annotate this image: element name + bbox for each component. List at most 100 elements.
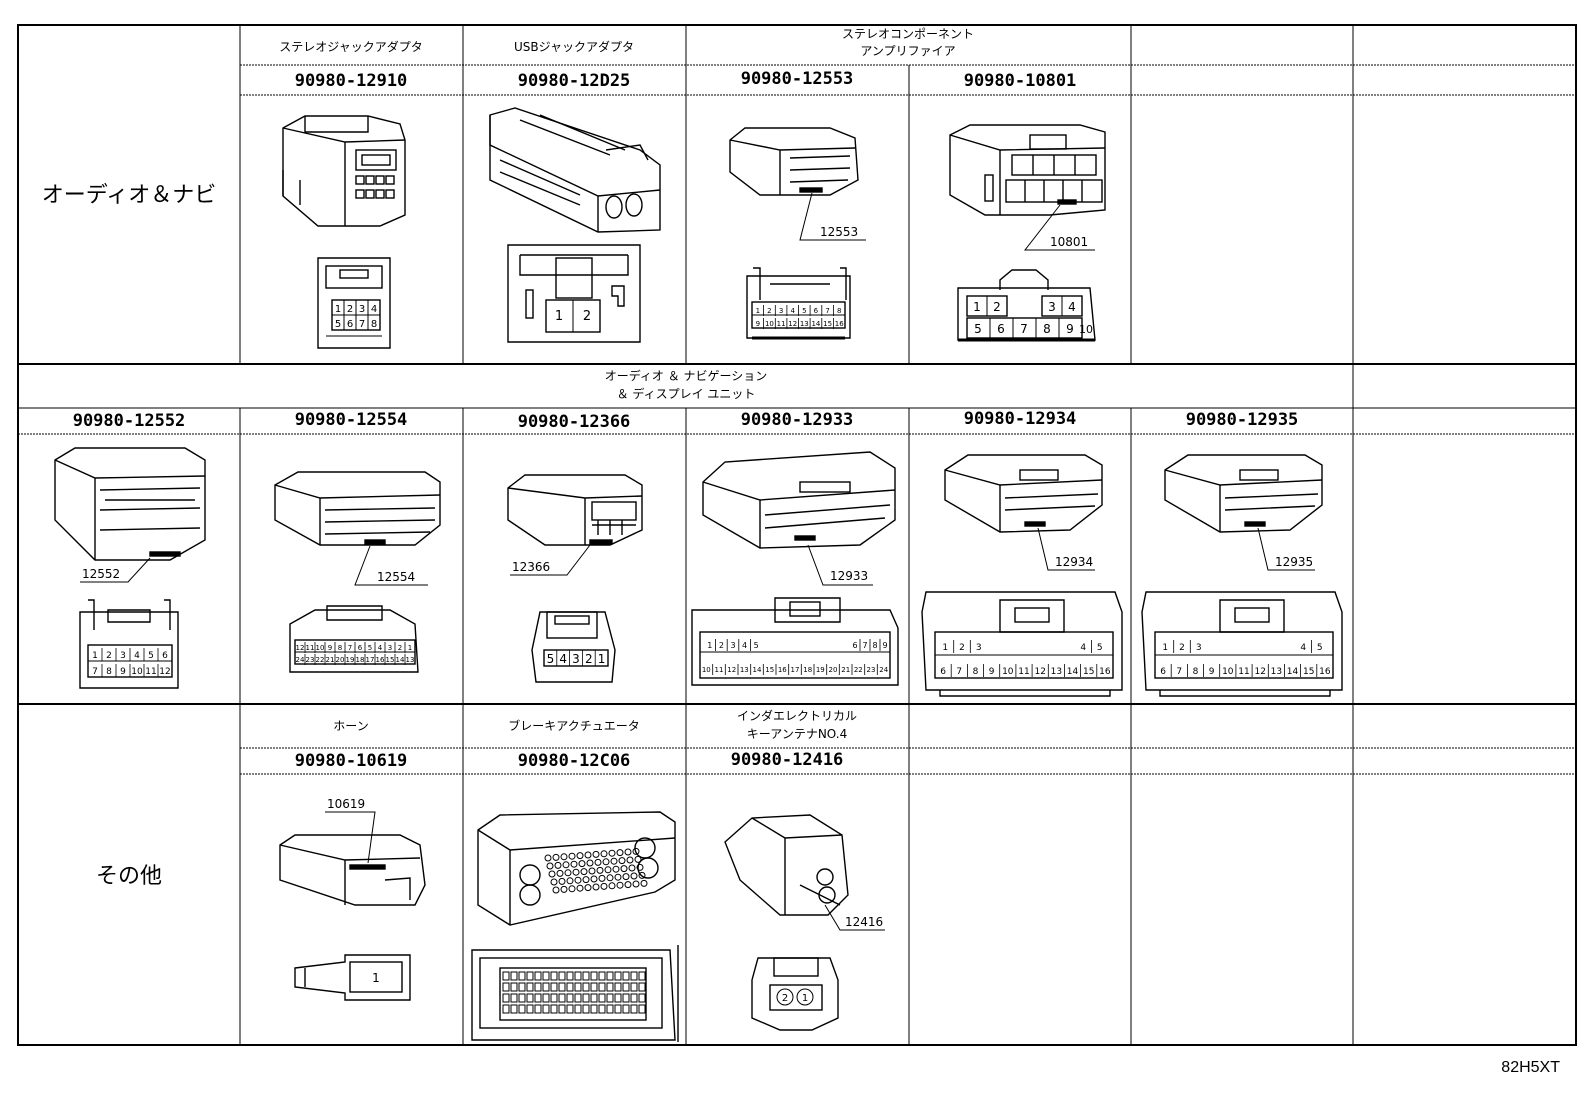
pin-12553-9: 9	[756, 320, 760, 328]
pin-12935-4: 4	[1300, 643, 1306, 653]
pin-10801-1: 1	[973, 300, 981, 314]
terminal-dot	[576, 884, 584, 892]
pin-12554-3: 3	[388, 644, 392, 652]
terminal-dot	[632, 880, 640, 888]
terminal-dot	[628, 864, 636, 872]
terminal-dot	[586, 859, 594, 867]
pin-12553-3: 3	[779, 307, 783, 315]
connector-12C06-iso	[477, 811, 676, 926]
pin-12554-19: 19	[346, 656, 355, 664]
callout-label-12554: 12554	[377, 570, 415, 584]
pin-12934-9: 9	[989, 667, 995, 677]
terminal-dot	[608, 849, 616, 857]
terminal-dot	[580, 868, 588, 876]
pin-12553-8: 8	[837, 307, 841, 315]
pin-12935-5: 5	[1317, 643, 1323, 653]
terminal-cavity	[590, 1004, 598, 1014]
terminal-cavity	[574, 1004, 582, 1014]
category-audio-navi: オーディオ＆ナビ	[42, 183, 216, 208]
terminal-cavity	[590, 971, 598, 981]
pin-12935-6: 6	[1160, 667, 1166, 677]
terminal-cavity	[510, 993, 518, 1003]
terminal-cavity	[630, 971, 638, 981]
pin-12554-1: 1	[408, 644, 412, 652]
pin-12935-3: 3	[1196, 643, 1202, 653]
connector-12910-face	[317, 257, 391, 349]
pin-10619-1: 1	[372, 971, 380, 985]
terminal-dot	[636, 863, 644, 871]
connector-10801-iso	[949, 124, 1106, 216]
terminal-cavity	[622, 993, 630, 1003]
terminal-cavity	[614, 993, 622, 1003]
connector-10619-iso	[279, 834, 426, 906]
terminal-dot	[624, 848, 632, 856]
connector-10801-face	[957, 269, 1096, 342]
terminal-cavity	[606, 1004, 614, 1014]
terminal-cavity	[598, 993, 606, 1003]
part-number-90980-10619: 90980-10619	[295, 751, 408, 771]
terminal-cavity	[550, 993, 558, 1003]
terminal-dot	[548, 870, 556, 878]
pin-12933-12: 12	[727, 666, 736, 674]
terminal-cavity	[534, 982, 542, 992]
connector-12934-iso	[944, 454, 1103, 533]
terminal-dot	[574, 876, 582, 884]
document-id: 82H5XT	[1501, 1059, 1560, 1076]
pin-12910-3: 3	[359, 304, 365, 315]
pin-12935-12: 12	[1254, 667, 1265, 677]
terminal-dot	[604, 866, 612, 874]
pin-12933-1: 1	[707, 641, 712, 650]
terminal-dot	[640, 879, 648, 887]
pin-12933-8: 8	[872, 641, 877, 650]
terminal-cavity	[630, 982, 638, 992]
part-number-90980-12554: 90980-12554	[295, 410, 408, 430]
terminal-cavity	[598, 1004, 606, 1014]
terminal-dot	[564, 869, 572, 877]
connector-12553-iso	[729, 127, 859, 196]
pin-12553-2: 2	[767, 307, 771, 315]
pin-12933-11: 11	[715, 666, 724, 674]
pin-12416-1: 1	[802, 993, 808, 1004]
pin-12935-8: 8	[1193, 667, 1199, 677]
pin-12933-3: 3	[730, 641, 735, 650]
pin-12935-16: 16	[1319, 667, 1331, 677]
terminal-cavity	[638, 993, 646, 1003]
pin-12D25-2: 2	[583, 309, 591, 324]
terminal-cavity	[582, 971, 590, 981]
pin-12552-11: 11	[145, 667, 156, 677]
connector-12416-face	[751, 957, 839, 1031]
pin-12554-14: 14	[396, 656, 405, 664]
pin-12934-14: 14	[1067, 667, 1079, 677]
pin-12933-7: 7	[862, 641, 867, 650]
pin-12933-15: 15	[765, 666, 774, 674]
pin-12934-12: 12	[1034, 667, 1045, 677]
pin-12553-6: 6	[814, 307, 819, 315]
terminal-cavity	[518, 971, 526, 981]
terminal-cavity	[566, 993, 574, 1003]
pin-12366-5: 5	[547, 652, 555, 666]
part-number-90980-12D25: 90980-12D25	[518, 71, 631, 91]
terminal-cavity	[574, 971, 582, 981]
terminal-dot	[584, 851, 592, 859]
terminal-cavity	[630, 993, 638, 1003]
pin-12933-4: 4	[742, 641, 747, 650]
part-number-90980-12910: 90980-12910	[295, 71, 408, 91]
terminal-cavity	[638, 971, 646, 981]
terminal-cavity	[534, 993, 542, 1003]
pin-12933-17: 17	[791, 666, 800, 674]
pin-10801-2: 2	[993, 300, 1001, 314]
pin-12553-14: 14	[811, 320, 820, 328]
pin-12552-12: 12	[159, 667, 170, 677]
terminal-dot	[560, 885, 568, 893]
terminal-cavity	[558, 1004, 566, 1014]
pin-12933-10: 10	[702, 666, 711, 674]
pin-labels-10801: 1 2 3 4 5 6 7 8 9 10	[973, 300, 1093, 336]
terminal-cavity	[638, 982, 646, 992]
connector-10619-face	[294, 954, 411, 1001]
pin-12910-1: 1	[335, 304, 341, 315]
part-number-90980-12416: 90980-12416	[731, 750, 844, 770]
terminal-cavity	[606, 993, 614, 1003]
part-number-90980-12934: 90980-12934	[964, 409, 1077, 429]
pin-12554-8: 8	[338, 644, 342, 652]
